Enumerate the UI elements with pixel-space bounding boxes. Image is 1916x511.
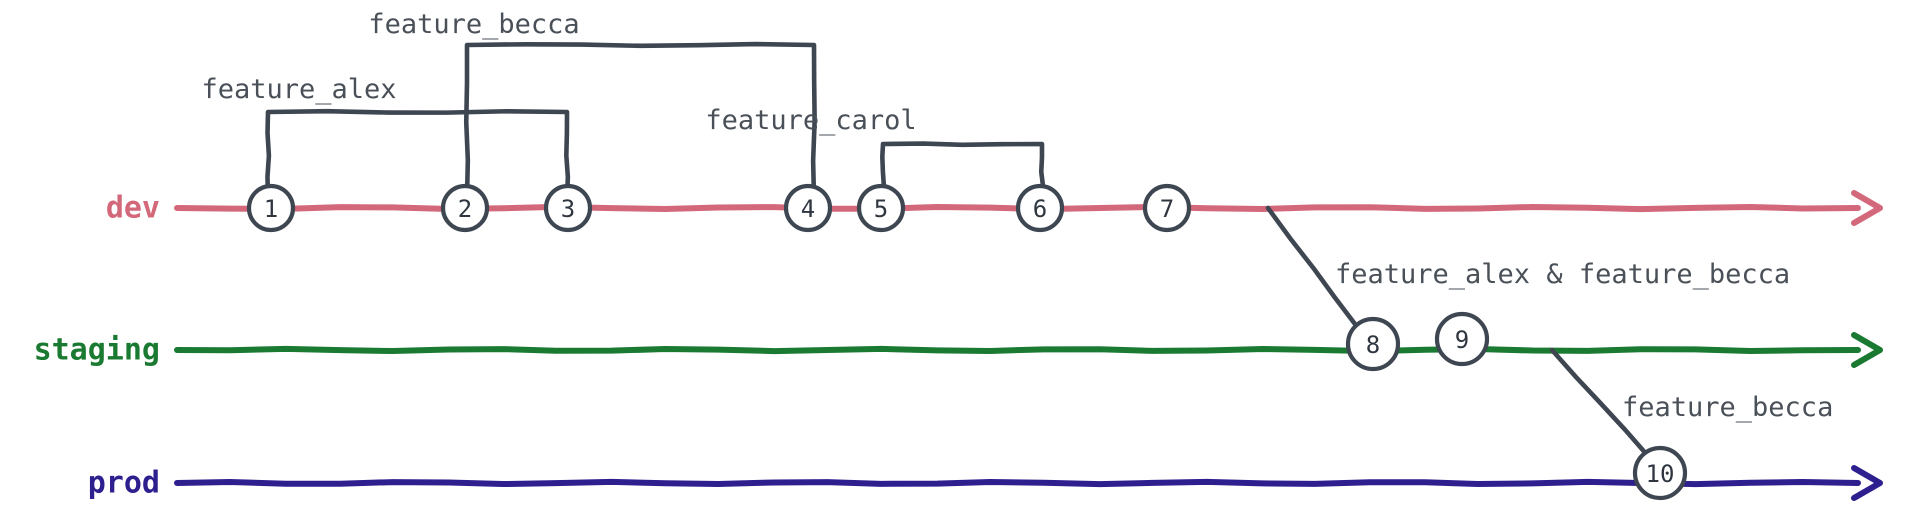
branch-dev[interactable]: dev — [106, 190, 1883, 226]
commit-circle-5 — [856, 183, 906, 233]
commit-node-6[interactable]: 6 — [1015, 183, 1065, 233]
commit-number-5: 5 — [874, 195, 888, 223]
commit-circle-1 — [246, 183, 296, 233]
commit-node-4[interactable]: 4 — [783, 183, 833, 233]
commit-circle-8 — [1345, 316, 1401, 372]
commit-number-1: 1 — [264, 195, 278, 223]
merge-edge-1[interactable] — [1265, 205, 1361, 331]
commit-circle-9 — [1434, 311, 1490, 367]
branch-arrowhead-prod — [1851, 465, 1883, 501]
commit-node-10[interactable]: 10 — [1632, 445, 1688, 501]
feature-label-feature-alex[interactable]: feature_alex — [201, 74, 396, 105]
branch-line-prod — [174, 478, 1861, 488]
commit-number-7: 7 — [1160, 195, 1174, 223]
commit-node-5[interactable]: 5 — [856, 183, 906, 233]
feature-bracket-path — [265, 108, 571, 201]
text-labels-layer: feature_alexfeature_beccafeature_carolfe… — [201, 9, 1833, 423]
feature-bracket-path — [463, 41, 817, 201]
branch-arrowhead-dev — [1851, 190, 1883, 226]
branch-name-dev[interactable]: dev — [106, 191, 160, 226]
commit-circle-10 — [1632, 445, 1688, 501]
commit-number-4: 4 — [801, 195, 815, 223]
commit-number-9: 9 — [1455, 326, 1469, 354]
feature-brackets-layer — [265, 41, 1046, 201]
feature-label-feature-becca[interactable]: feature_becca — [368, 9, 579, 40]
feature-bracket-feature-carol[interactable] — [880, 141, 1046, 201]
commit-number-6: 6 — [1033, 195, 1047, 223]
merge-edges-layer — [1265, 205, 1651, 459]
merge-label-2[interactable]: feature_becca — [1622, 392, 1833, 423]
branch-prod[interactable]: prod — [88, 465, 1883, 501]
feature-label-feature-carol[interactable]: feature_carol — [705, 105, 916, 136]
branch-arrowhead-staging — [1851, 332, 1883, 368]
commit-number-3: 3 — [561, 195, 575, 223]
feature-bracket-feature-becca[interactable] — [463, 41, 817, 201]
commit-node-8[interactable]: 8 — [1345, 316, 1401, 372]
commit-nodes-layer: 1 2 3 4 5 6 7 8 9 10 — [246, 183, 1688, 501]
commit-circle-7 — [1142, 183, 1192, 233]
commit-circle-3 — [543, 183, 593, 233]
branch-staging[interactable]: staging — [34, 332, 1883, 368]
merge-edge-2[interactable] — [1549, 347, 1651, 459]
commit-number-10: 10 — [1646, 460, 1675, 488]
commit-node-2[interactable]: 2 — [440, 183, 490, 233]
commit-node-1[interactable]: 1 — [246, 183, 296, 233]
commit-node-7[interactable]: 7 — [1142, 183, 1192, 233]
commit-circle-4 — [783, 183, 833, 233]
branch-name-staging[interactable]: staging — [34, 333, 160, 368]
feature-bracket-path — [880, 141, 1046, 201]
branch-name-prod[interactable]: prod — [88, 466, 160, 501]
feature-bracket-feature-alex[interactable] — [265, 108, 571, 201]
branch-line-staging — [174, 345, 1861, 355]
commit-node-9[interactable]: 9 — [1434, 311, 1490, 367]
merge-label-1[interactable]: feature_alex & feature_becca — [1335, 259, 1790, 290]
commit-number-2: 2 — [458, 195, 472, 223]
commit-number-8: 8 — [1366, 331, 1380, 359]
branch-lines-layer: dev staging prod — [34, 190, 1883, 501]
commit-node-3[interactable]: 3 — [543, 183, 593, 233]
commit-circle-2 — [440, 183, 490, 233]
commit-circle-6 — [1015, 183, 1065, 233]
